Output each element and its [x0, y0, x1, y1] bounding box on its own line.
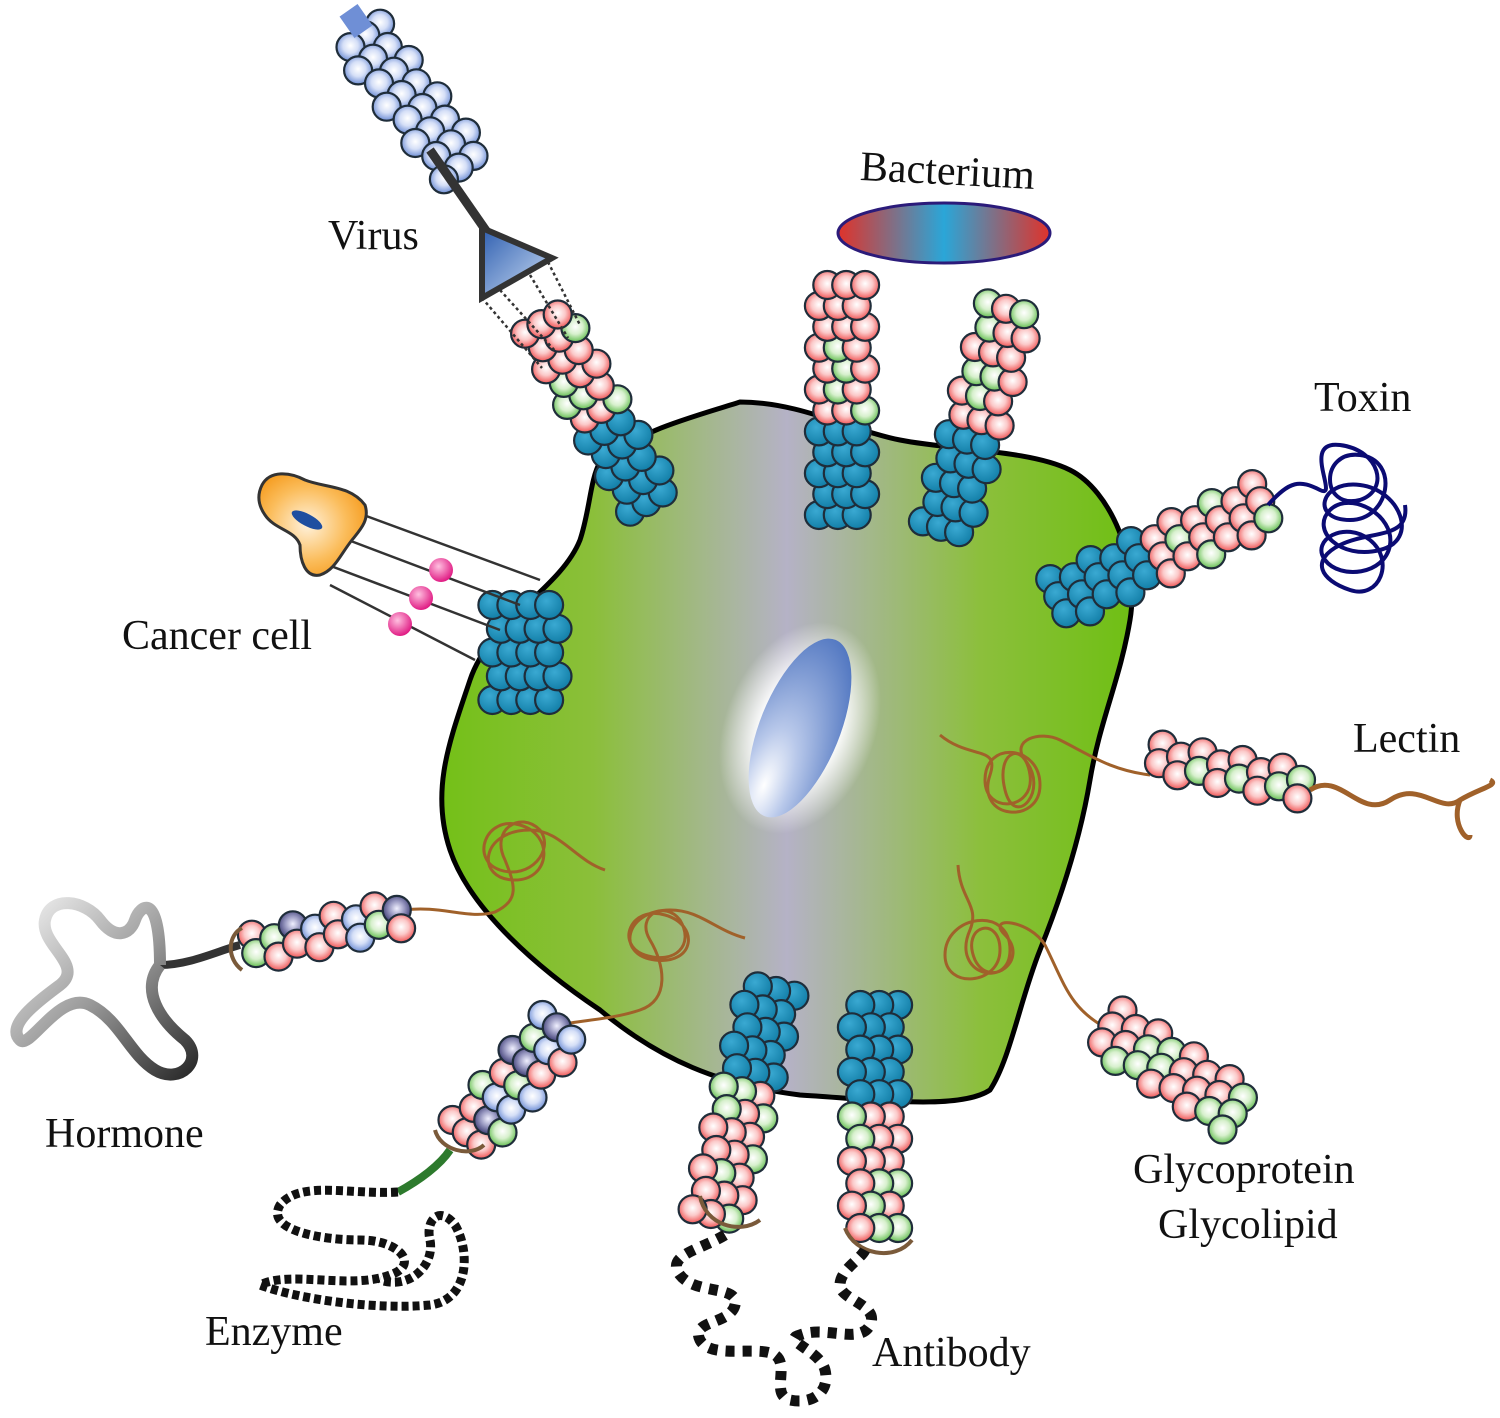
virus-binding-lines — [481, 261, 582, 369]
virus-tip — [339, 4, 373, 38]
label-enzyme: Enzyme — [205, 1309, 343, 1355]
nucleus — [748, 638, 852, 818]
bead — [1008, 299, 1040, 330]
ligand-bead — [429, 558, 453, 582]
antibody-cap-left — [698, 1195, 762, 1229]
bead — [1207, 1114, 1238, 1145]
hormone — [10, 897, 244, 1081]
antibody-cap-right — [843, 1227, 914, 1256]
label-cancer-cell: Cancer cell — [122, 613, 312, 659]
coil-hormone-anchor — [404, 820, 606, 916]
bead — [556, 1024, 587, 1055]
virus — [339, 4, 582, 369]
label-glycolipid: Glycolipid — [1158, 1202, 1338, 1248]
antibody — [671, 1195, 914, 1407]
bead — [533, 589, 565, 621]
enzyme-cap — [433, 1129, 486, 1154]
glycoprotein-beads — [1086, 995, 1259, 1145]
bead — [849, 269, 881, 301]
coil-lectin-anchor — [939, 733, 1151, 814]
ligand-bead — [388, 612, 412, 636]
coil-glycoprotein-anchor — [943, 864, 1111, 1032]
hormone-receptor-beads — [236, 891, 417, 972]
ligand-bead — [409, 586, 433, 610]
receptor-toxin — [1035, 469, 1284, 629]
lectin-beads — [1143, 729, 1317, 814]
hormone-cap — [228, 926, 244, 972]
virus-capsid — [335, 8, 489, 195]
label-glycoprotein: Glycoprotein — [1133, 1147, 1355, 1193]
enzyme — [248, 1129, 486, 1311]
label-toxin: Toxin — [1314, 375, 1411, 421]
antibody-chain — [671, 1230, 877, 1407]
enzyme-stem — [396, 1147, 454, 1196]
coil-enzyme-anchor — [559, 908, 746, 1027]
receptor-antibody-left — [677, 971, 810, 1234]
bead — [1282, 783, 1313, 814]
cancer-cell-nucleus — [291, 510, 323, 530]
receptor-bacterium-right — [907, 288, 1041, 548]
hormone-stem — [159, 941, 242, 969]
receptor-antibody-right — [836, 989, 914, 1244]
cancer-cell — [257, 472, 541, 662]
virus-head — [479, 223, 559, 304]
label-virus: Virus — [328, 213, 419, 259]
hormone-shape — [10, 897, 199, 1081]
receptor-bacterium-left — [803, 269, 881, 531]
label-antibody: Antibody — [872, 1330, 1031, 1376]
toxin — [1266, 442, 1408, 594]
enzyme-chain — [248, 1185, 469, 1311]
label-bacterium: Bacterium — [859, 144, 1036, 199]
label-lectin: Lectin — [1353, 716, 1460, 762]
bead — [386, 913, 417, 944]
bead — [1253, 503, 1284, 534]
bead — [542, 299, 573, 330]
label-hormone: Hormone — [45, 1111, 204, 1157]
lectin-tail — [1308, 777, 1495, 840]
receptor-cancer-cell — [477, 589, 573, 716]
enzyme-receptor-beads — [437, 999, 587, 1160]
bacterium — [836, 201, 1052, 265]
